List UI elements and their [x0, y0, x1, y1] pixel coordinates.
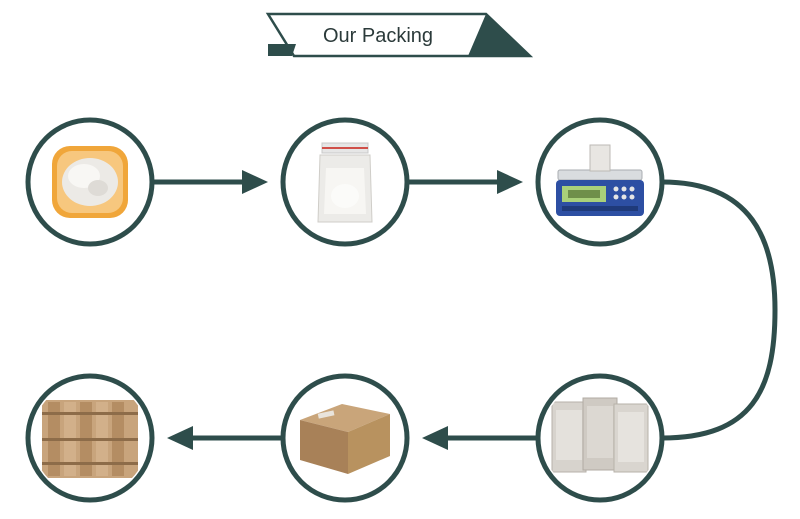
step-5-ring	[280, 373, 410, 503]
fiber-drums-icon	[42, 400, 138, 478]
step-3-ring	[535, 117, 665, 247]
foil-bags-icon	[551, 397, 649, 473]
arrow-1-2-head	[242, 170, 268, 194]
step-4-ring	[535, 373, 665, 503]
arrow-4-5-head	[422, 426, 448, 450]
step-5	[280, 373, 410, 503]
powder-in-bowl-icon	[52, 146, 128, 218]
curve-3-4	[661, 179, 778, 441]
carton-box-icon	[300, 404, 390, 474]
arrow-2-3-head	[497, 170, 523, 194]
step-2-ring	[280, 117, 410, 247]
banner-left-shade	[268, 44, 296, 56]
step-6-ring	[25, 373, 155, 503]
page-title: Our Packing	[323, 25, 433, 47]
arrow-5-6-head	[167, 426, 193, 450]
step-2	[280, 117, 410, 247]
title-banner: Our Packing	[265, 12, 534, 58]
step-4	[535, 373, 665, 503]
connectors	[152, 170, 778, 450]
weighing-scale-icon	[556, 144, 644, 216]
step-1	[25, 117, 155, 247]
step-1-ring	[25, 117, 155, 247]
step-3	[535, 117, 665, 247]
small-sample-bag-icon	[317, 142, 373, 223]
step-6	[25, 373, 155, 503]
banner-right-shade	[468, 14, 530, 56]
